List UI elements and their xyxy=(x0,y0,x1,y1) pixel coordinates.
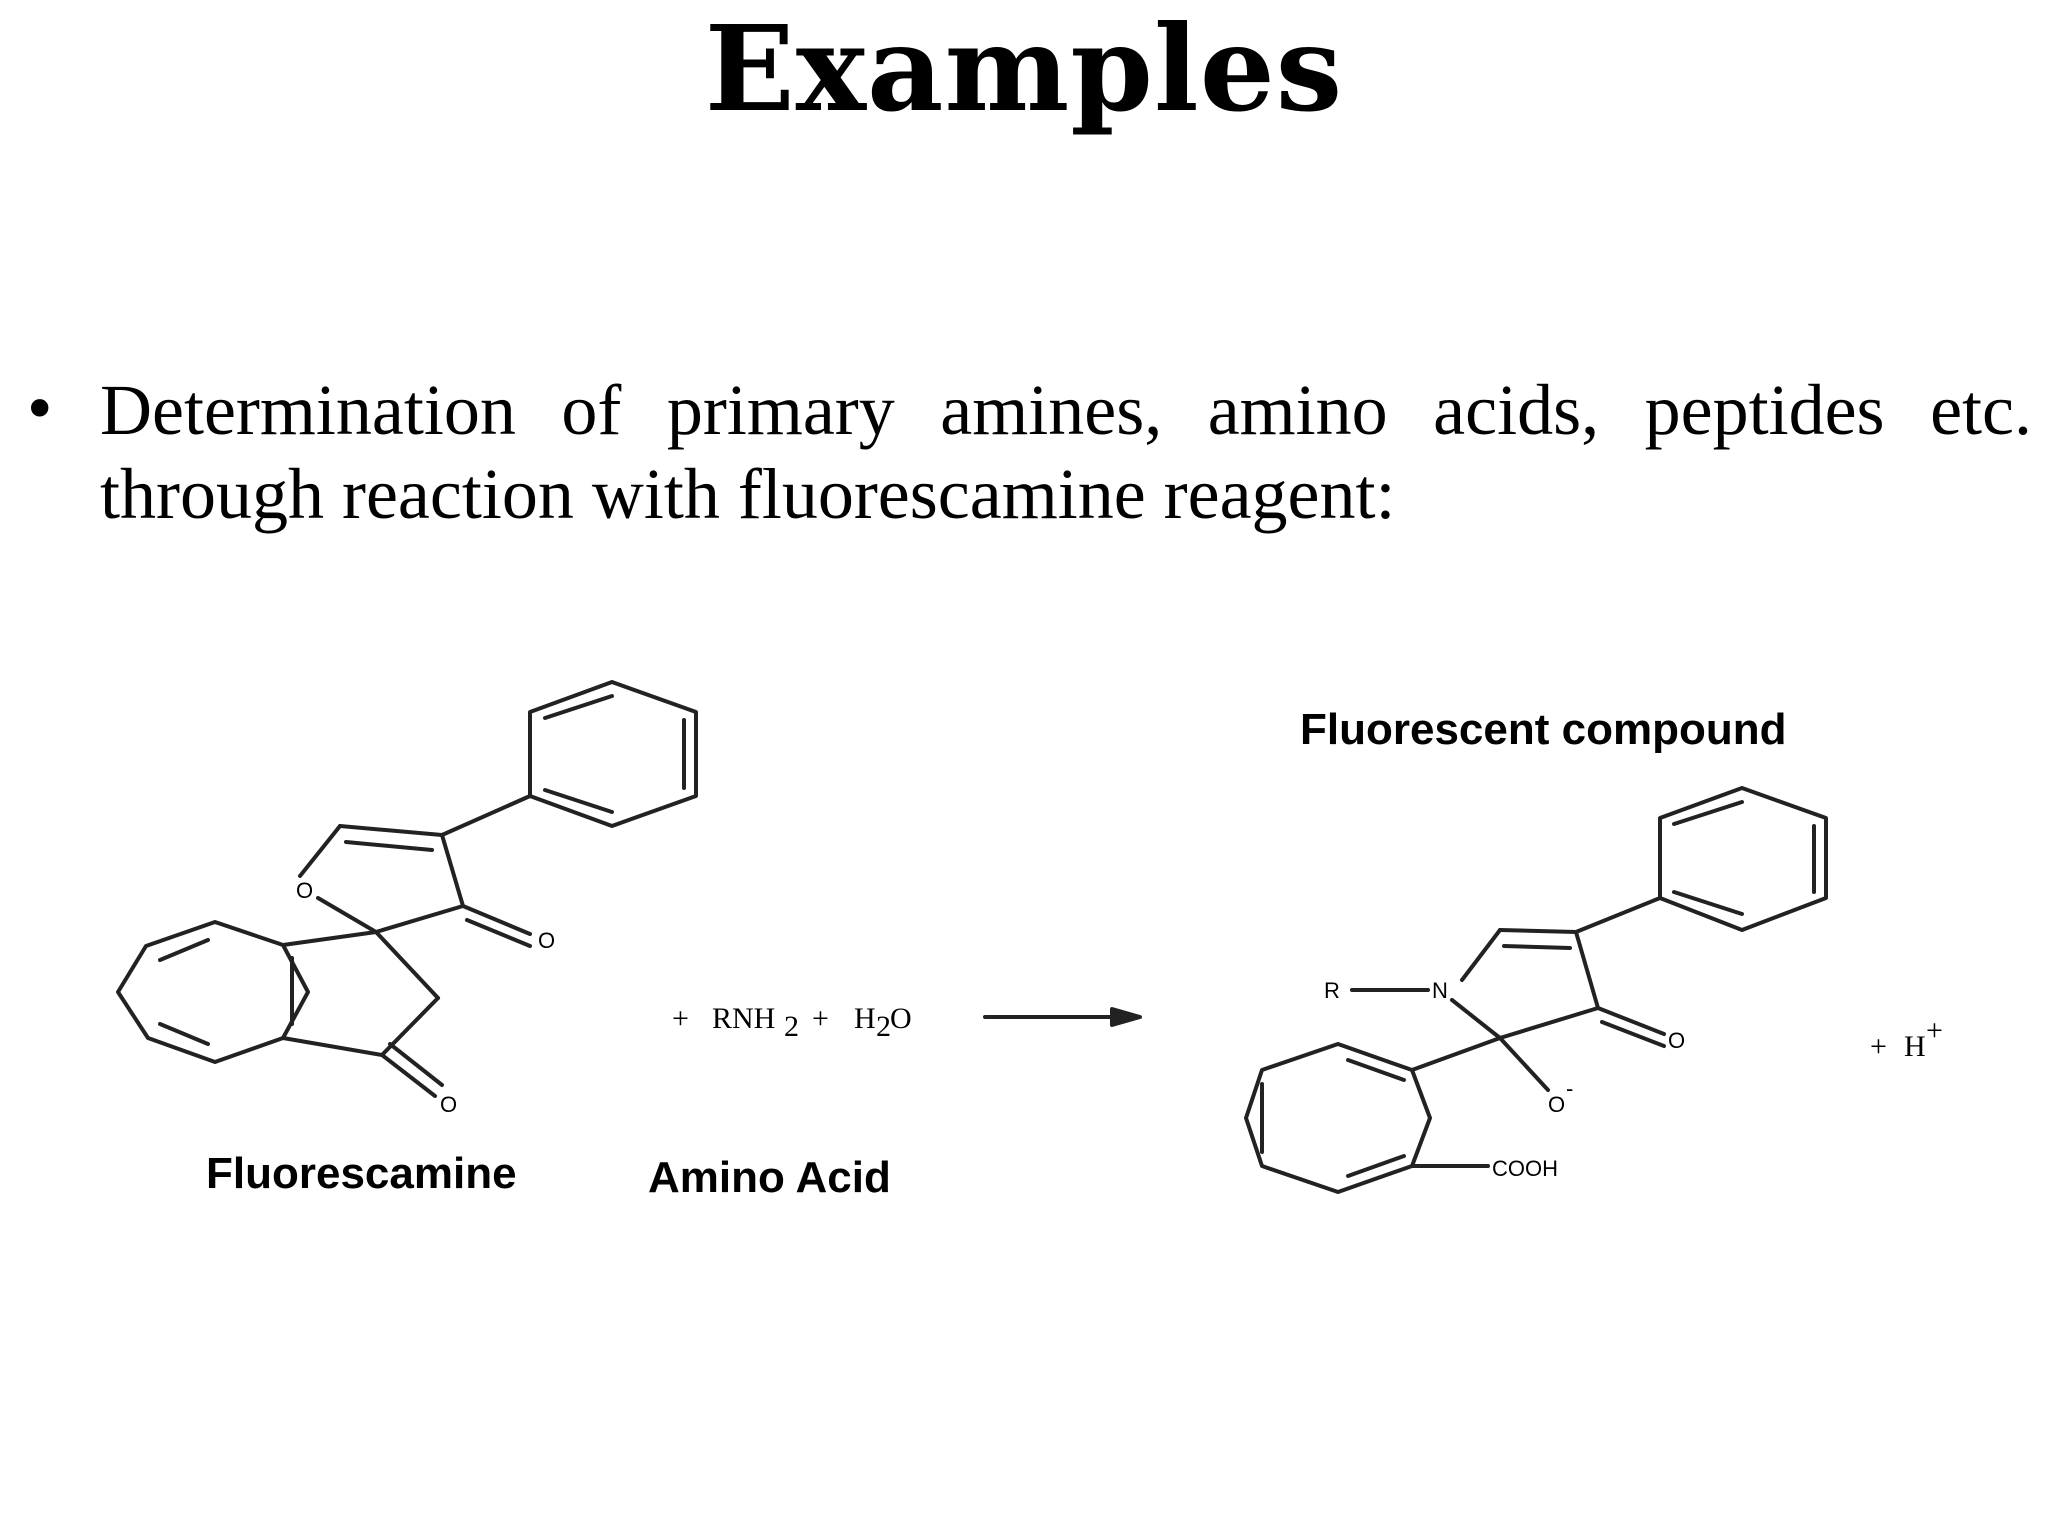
product-carbonyl-bond xyxy=(1596,1006,1666,1036)
product-carbonyl-bond xyxy=(1600,1020,1666,1048)
fluorescamine-bond xyxy=(281,1036,384,1057)
reagent-rnh2-subscript: 2 xyxy=(784,1010,799,1043)
product-oxide-bond xyxy=(1498,1036,1550,1092)
fluorescent-compound-label: Fluorescent compound xyxy=(1300,705,1786,754)
atom-o-ketone2: O xyxy=(440,1092,457,1117)
fluorescamine-double-bond xyxy=(543,788,614,814)
product-double-bond xyxy=(1672,800,1744,826)
product-bond xyxy=(1498,1006,1600,1040)
reagent-rnh2: RNH xyxy=(712,1002,775,1035)
fluorescamine-bond xyxy=(374,930,440,1000)
fluorescamine-double-bond xyxy=(158,1022,210,1046)
fluorescamine-bond xyxy=(374,904,465,934)
fluorescamine-carbonyl-bond xyxy=(461,904,532,936)
fluorescamine-bond xyxy=(440,794,532,837)
atom-o-ketone3: O xyxy=(1668,1028,1685,1053)
bullet-item: • Determination of primary amines, amino… xyxy=(22,368,2032,536)
product-bond xyxy=(1450,998,1502,1040)
atom-o-anion: O xyxy=(1548,1092,1565,1117)
fluorescamine-bond xyxy=(338,824,444,837)
proton: H xyxy=(1904,1030,1926,1063)
atom-n: N xyxy=(1432,978,1448,1003)
reaction-arrowhead xyxy=(1110,1007,1142,1027)
product-double-bond xyxy=(1346,1058,1406,1082)
product-bond xyxy=(1574,930,1600,1010)
fluorescamine-benzene-ring xyxy=(116,920,310,1064)
fluorescamine-label: Fluorescamine xyxy=(206,1149,517,1198)
bullet-dot-icon: • xyxy=(22,375,58,445)
bullet-text: Determination of primary amines, amino a… xyxy=(100,370,2032,534)
fluorescamine-bond xyxy=(281,930,378,947)
fluorescamine-carbonyl-bond xyxy=(388,1042,444,1087)
product-plus: + xyxy=(1870,1030,1887,1063)
fluorescamine-bond xyxy=(316,896,378,934)
fluorescamine-bond xyxy=(440,833,465,908)
product-double-bond xyxy=(1346,1154,1406,1178)
product-double-bond xyxy=(1672,890,1744,916)
atom-r: R xyxy=(1324,978,1340,1003)
product-bond xyxy=(1460,928,1502,982)
reagent-plus: + xyxy=(672,1002,689,1035)
atom-cooh: COOH xyxy=(1492,1156,1558,1181)
fluorescamine-phenyl-ring xyxy=(528,680,698,828)
reagent-plus: + xyxy=(812,1002,829,1035)
product-double-bond xyxy=(1502,944,1572,950)
atom-o-ring: O xyxy=(296,878,313,903)
proton-charge: + xyxy=(1926,1014,1943,1047)
reagent-h2o-subscript: 2 xyxy=(876,1010,891,1043)
fluorescamine-double-bond xyxy=(543,694,614,720)
atom-o-ketone1: O xyxy=(538,928,555,953)
atom-o-anion-charge: - xyxy=(1566,1076,1573,1101)
reagent-h2o-h: H xyxy=(854,1002,876,1035)
fluorescamine-bond xyxy=(298,824,342,878)
fluorescamine-carbonyl-bond xyxy=(465,918,532,948)
amino-acid-label: Amino Acid xyxy=(648,1153,891,1202)
slide-title: Examples xyxy=(704,0,1344,138)
fluorescamine-carbonyl-bond xyxy=(380,1053,437,1098)
reagent-h2o-o: O xyxy=(890,1002,912,1035)
product-bond xyxy=(1574,896,1662,934)
product-benzene-ring xyxy=(1244,1042,1432,1194)
fluorescamine-double-bond xyxy=(158,938,210,962)
product-bond xyxy=(1410,1036,1502,1072)
product-bond xyxy=(1498,928,1578,934)
fluorescamine-double-bond xyxy=(344,840,434,852)
product-phenyl-ring xyxy=(1658,786,1828,932)
